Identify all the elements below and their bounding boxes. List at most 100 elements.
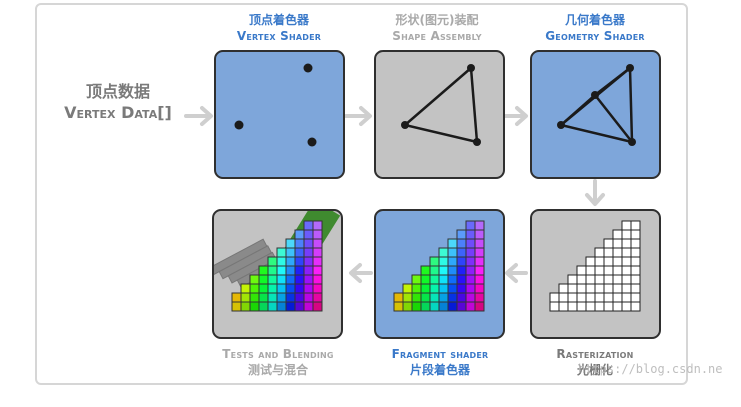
fragment-cell	[447, 283, 458, 294]
blended-cell	[303, 220, 314, 231]
blended-cell	[285, 256, 296, 267]
rasterization-box	[530, 209, 661, 339]
raster-cell	[621, 274, 632, 285]
fragment-cell	[420, 274, 431, 285]
blended-cell	[258, 265, 269, 276]
vertex-point-a	[303, 63, 313, 73]
blended-cell	[276, 301, 287, 312]
blended-cell	[249, 292, 260, 303]
raster-cell	[612, 247, 623, 258]
raster-cell	[603, 247, 614, 258]
raster-cell	[567, 274, 578, 285]
rasterization-label: Rasterization 光栅化	[530, 346, 660, 378]
fragment-cell	[438, 265, 449, 276]
raster-cell	[621, 220, 632, 231]
fragment-cell	[474, 292, 485, 303]
fragment-cell	[429, 283, 440, 294]
blended-cell	[285, 274, 296, 285]
fragment-cell	[474, 274, 485, 285]
fragment-cell	[474, 229, 485, 240]
vertex-data-title-cn: 顶点数据	[85, 82, 150, 101]
assembled-triangle-figure	[401, 64, 481, 146]
fragment-cell	[429, 256, 440, 267]
fragment-shader-label-cn: 片段着色器	[409, 363, 470, 377]
geometry-shader-label: 几何着色器 Geometry Shader	[524, 12, 666, 44]
fragment-cell	[393, 301, 404, 312]
fragment-cell	[402, 283, 413, 294]
blended-cell	[276, 292, 287, 303]
blended-fragments-figure	[214, 211, 341, 312]
raster-cell	[549, 292, 560, 303]
blended-cell	[303, 301, 314, 312]
fragment-cell	[474, 265, 485, 276]
raster-cell	[585, 292, 596, 303]
vertex-shader-label-cn: 顶点着色器	[248, 13, 309, 27]
tests-blending-label-cn: 测试与混合	[247, 363, 308, 377]
raster-cell	[612, 265, 623, 276]
blended-cell	[285, 301, 296, 312]
blended-cell	[258, 274, 269, 285]
blended-cell	[240, 301, 251, 312]
fragment-cell	[447, 274, 458, 285]
blended-cell	[303, 274, 314, 285]
raster-cell	[558, 283, 569, 294]
rasterization-label-cn: 光栅化	[576, 363, 613, 377]
fragment-cell	[438, 274, 449, 285]
fragment-cell	[438, 256, 449, 267]
raster-cell	[576, 274, 587, 285]
raster-cell	[585, 274, 596, 285]
fragment-cell	[456, 229, 467, 240]
blended-cell	[258, 292, 269, 303]
raster-cell	[612, 292, 623, 303]
vertex-data-label: 顶点数据 Vertex Data[]	[48, 82, 188, 124]
fragment-cell	[411, 274, 422, 285]
blended-cell	[303, 265, 314, 276]
raster-cell	[585, 256, 596, 267]
blended-cell	[276, 283, 287, 294]
rasterization-label-en: Rasterization	[556, 347, 634, 361]
blended-cell	[285, 283, 296, 294]
raster-cell	[621, 247, 632, 258]
blended-cell	[285, 247, 296, 258]
raster-cell	[549, 301, 560, 312]
fragment-cell	[465, 256, 476, 267]
blended-cell	[249, 301, 260, 312]
raster-cell	[603, 292, 614, 303]
shape-assembly-box	[374, 50, 505, 179]
vertex-point-b	[234, 120, 244, 130]
blended-cell	[258, 301, 269, 312]
fragment-cell	[456, 283, 467, 294]
raster-cell	[576, 265, 587, 276]
watermark-text: https://blog.csdn.ne	[578, 362, 723, 376]
shape-assembly-label: 形状(图元)装配 Shape Assembly	[370, 12, 504, 44]
raster-cell	[603, 238, 614, 249]
blended-cell	[267, 292, 278, 303]
blended-cell	[276, 265, 287, 276]
subdivided-triangle-figure	[557, 64, 636, 146]
fragment-cell	[474, 220, 485, 231]
fragment-shader-label-en: Fragment shader	[391, 347, 489, 361]
fragment-cell	[447, 256, 458, 267]
blended-cell	[303, 238, 314, 249]
blended-cell	[240, 292, 251, 303]
raster-cell	[585, 265, 596, 276]
fragment-cell	[474, 238, 485, 249]
blended-cell	[294, 247, 305, 258]
blended-cell	[258, 283, 269, 294]
raster-cell	[594, 292, 605, 303]
blended-cell	[285, 292, 296, 303]
fragment-cell	[474, 247, 485, 258]
fragment-cell	[465, 283, 476, 294]
blended-cell	[231, 292, 242, 303]
fragment-cell	[411, 283, 422, 294]
fragment-cell	[465, 301, 476, 312]
fragment-cell	[447, 247, 458, 258]
fragment-cell	[420, 265, 431, 276]
blended-cell	[312, 238, 323, 249]
blended-cell	[312, 229, 323, 240]
fragment-cell	[447, 265, 458, 276]
fragment-shader-box	[374, 209, 505, 339]
blended-cell	[285, 238, 296, 249]
blended-cell	[303, 283, 314, 294]
raster-cell	[621, 265, 632, 276]
